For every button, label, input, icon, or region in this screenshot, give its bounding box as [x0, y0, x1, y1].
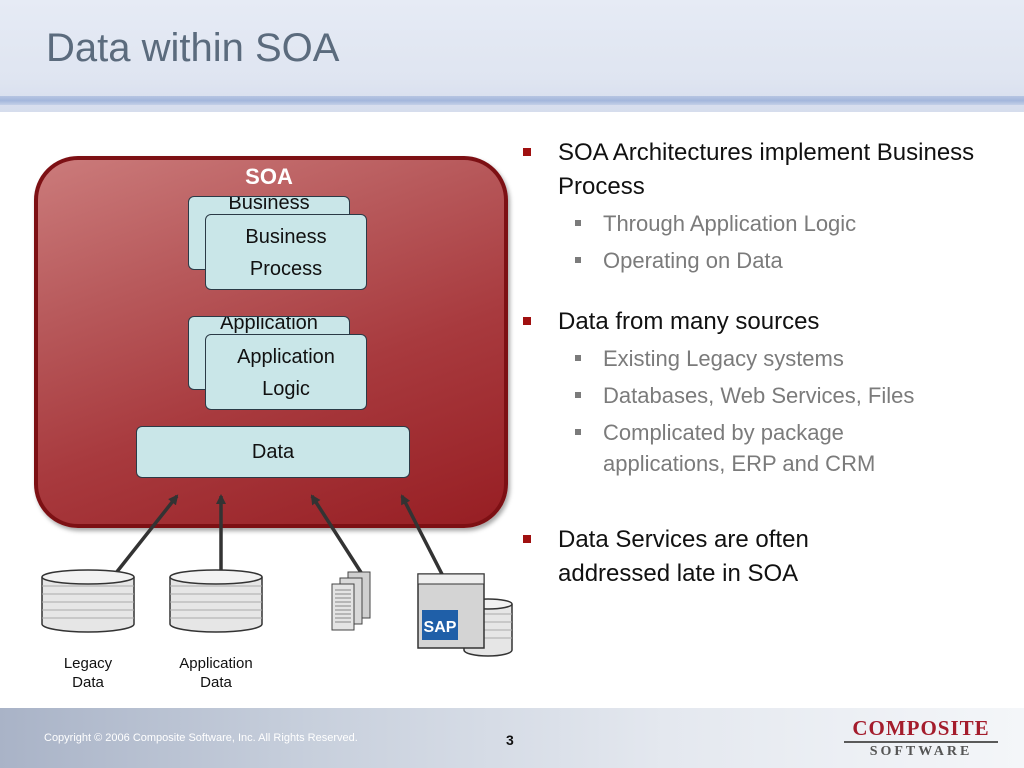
business-process-line1: Business	[245, 226, 327, 248]
sap-logo-text: SAP	[424, 619, 457, 636]
application-logic-card: Application Logic	[205, 334, 367, 410]
application-data-line2: Data	[200, 674, 232, 691]
header-rule	[0, 96, 1024, 105]
sub-bullet-databases: Databases, Web Services, Files	[520, 380, 920, 411]
slide-header	[0, 0, 1024, 112]
bullet-data-services: Data Services are often addressed late i…	[520, 523, 880, 591]
bullet-data-sources: Data from many sources	[520, 305, 990, 339]
application-database-icon	[169, 569, 263, 633]
legacy-database-icon	[41, 569, 135, 633]
legacy-data-line1: Legacy	[63, 655, 113, 672]
company-logo-rule	[844, 741, 998, 743]
slide-footer	[0, 708, 1024, 768]
business-process-card: Business Process	[205, 214, 367, 290]
files-icon	[331, 571, 371, 631]
arrow-files	[310, 494, 364, 575]
application-data-label: Application Data	[166, 654, 266, 692]
legacy-data-label: Legacy Data	[44, 654, 132, 692]
sub-bullet-package-applications: Complicated by package applications, ERP…	[520, 417, 930, 479]
application-logic-line1: Application	[237, 346, 335, 368]
data-card-label: Data	[251, 440, 295, 463]
company-logo-line1: COMPOSITE	[852, 716, 990, 740]
slide-title: Data within SOA	[46, 26, 340, 70]
application-data-line1: Application	[179, 655, 253, 672]
application-card-back-label: Application	[220, 316, 318, 334]
legacy-data-line2: Data	[72, 674, 104, 691]
company-logo-line2: SOFTWARE	[869, 744, 973, 759]
page-number: 3	[506, 732, 514, 748]
bullet-soa-architectures: SOA Architectures implement Business Pro…	[520, 136, 990, 204]
arrow-sap	[400, 494, 446, 579]
sub-bullet-legacy-systems: Existing Legacy systems	[520, 343, 990, 374]
bullet-list: SOA Architectures implement Business Pro…	[520, 136, 990, 591]
arrow-legacy	[110, 494, 179, 580]
sap-server-icon: SAP	[417, 573, 513, 657]
business-card-back-label: Business	[228, 196, 310, 214]
copyright-text: Copyright © 2006 Composite Software, Inc…	[44, 732, 358, 744]
sub-bullet-application-logic: Through Application Logic	[520, 208, 990, 239]
business-process-line2: Process	[249, 258, 323, 280]
soa-label: SOA	[245, 164, 293, 189]
data-card: Data	[136, 426, 410, 478]
application-logic-line2: Logic	[262, 378, 310, 400]
sub-bullet-operating-on-data: Operating on Data	[520, 245, 990, 276]
